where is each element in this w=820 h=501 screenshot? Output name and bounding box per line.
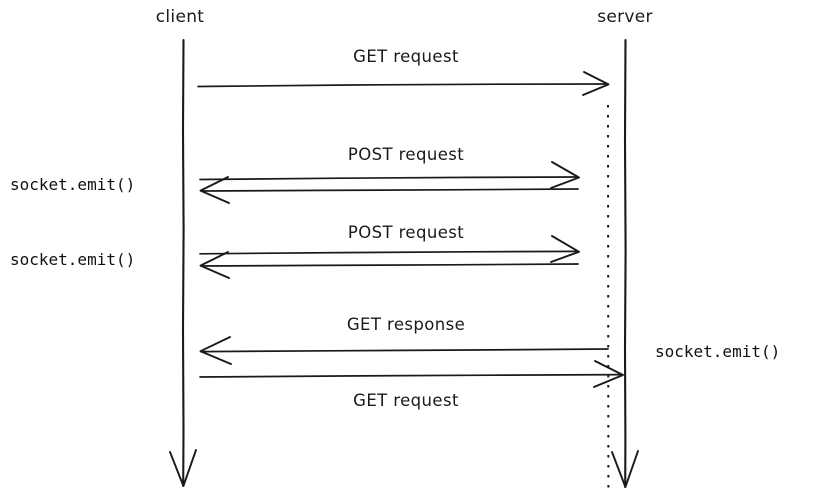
lifeline-client: [169, 38, 197, 488]
msg6-arrowhead: [199, 336, 232, 365]
msg2-shaft: [199, 176, 579, 181]
message-label-post-request-2: POST request: [348, 223, 464, 242]
msg5-arrowhead: [199, 251, 230, 279]
msg4-shaft: [199, 250, 579, 255]
message-arrow-get-request-1: [197, 71, 610, 96]
annotation-socket-emit-left-1: socket.emit(): [10, 175, 135, 194]
msg6-shaft: [200, 348, 609, 353]
msg4-arrowhead: [550, 235, 580, 263]
msg1-arrowhead: [582, 71, 610, 96]
server-lifeline-line: [623, 38, 627, 489]
lifeline-server: [611, 38, 639, 489]
message-arrow-post-return-2: [199, 251, 579, 279]
message-arrow-get-request-2: [199, 360, 624, 388]
participant-label-client: client: [156, 7, 205, 27]
msg3-arrowhead: [199, 176, 230, 204]
msg5-shaft: [200, 263, 579, 267]
server-lifeline-arrowhead: [611, 450, 639, 488]
msg1-shaft: [197, 83, 609, 88]
client-lifeline-arrowhead: [169, 449, 197, 487]
client-lifeline-line: [181, 38, 185, 488]
participant-label-server: server: [597, 7, 653, 27]
message-arrow-get-response: [199, 336, 609, 365]
message-arrow-post-request-2: [199, 235, 580, 263]
annotation-socket-emit-right-1: socket.emit(): [655, 342, 780, 361]
message-arrow-post-request-1: [199, 161, 580, 189]
message-label-post-request-1: POST request: [348, 145, 464, 164]
msg2-arrowhead: [550, 161, 580, 189]
message-label-get-response: GET response: [347, 315, 465, 334]
message-label-get-request-1: GET request: [353, 47, 459, 66]
message-label-get-request-2: GET request: [353, 391, 459, 410]
msg7-arrowhead: [593, 360, 624, 388]
annotation-socket-emit-left-2: socket.emit(): [10, 250, 135, 269]
msg7-shaft: [199, 373, 623, 378]
message-arrow-post-return-1: [199, 176, 579, 204]
msg3-shaft: [200, 188, 579, 192]
